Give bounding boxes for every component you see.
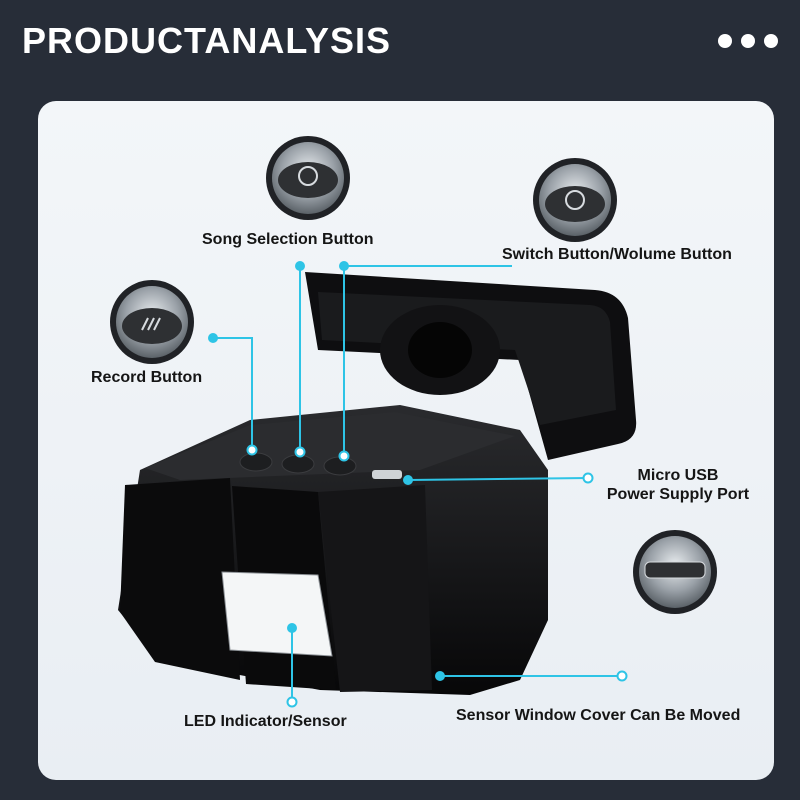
callout-rings <box>246 444 628 708</box>
dot <box>741 34 755 48</box>
switch-button-thumbnail <box>533 158 617 242</box>
page-title: PRODUCTANALYSIS <box>22 20 392 61</box>
callout-dots <box>208 261 445 681</box>
micro-usb-label-line2: Power Supply Port <box>606 486 750 503</box>
micro-usb-label-line1: Micro USB <box>637 467 719 484</box>
usb-port-thumbnail <box>633 530 717 614</box>
dot <box>718 34 732 48</box>
micro-usb-label: Micro USB Power Supply Port <box>598 466 758 504</box>
switch-volume-label: Switch Button/Wolume Button <box>502 246 732 263</box>
song-selection-label: Song Selection Button <box>202 231 374 248</box>
record-button-thumbnail <box>110 280 194 364</box>
led-sensor-label: LED Indicator/Sensor <box>184 713 347 730</box>
device-body <box>118 405 548 695</box>
mount-bracket <box>305 272 637 460</box>
sensor-cover-label: Sensor Window Cover Can Be Moved <box>456 707 741 724</box>
callout-lines <box>213 265 620 698</box>
record-button-label: Record Button <box>91 369 203 386</box>
dot <box>764 34 778 48</box>
header: PRODUCTANALYSIS <box>0 0 800 80</box>
more-dots-icon[interactable] <box>718 34 778 48</box>
song-button-thumbnail <box>266 136 350 220</box>
